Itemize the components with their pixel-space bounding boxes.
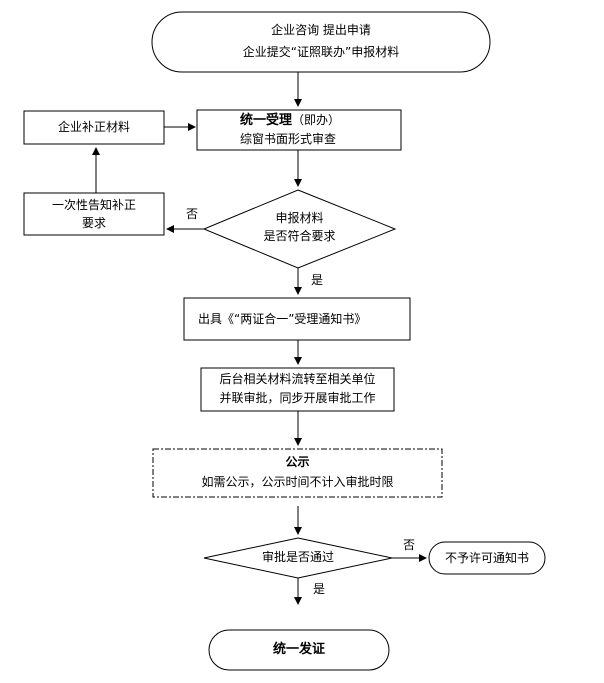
notify-correct-box (23, 192, 165, 236)
accept-suffix: （即办） (292, 113, 341, 127)
accept-line2: 综窗书面形式审查 (240, 132, 337, 146)
publicity-box (152, 448, 443, 498)
decision2-no-label: 否 (403, 538, 416, 552)
publicity-line2: 如需公示，公示时间不计入审批时限 (201, 475, 394, 489)
decision1-yes-label: 是 (311, 273, 324, 287)
correct-label: 企业补正材料 (57, 120, 130, 134)
parallel-line2: 并联审批，同步开展审批工作 (219, 391, 376, 405)
decision1-line1: 申报材料 (275, 211, 324, 225)
start-line2: 企业提交“证照联办”申报材料 (242, 45, 400, 59)
parallel-line1: 后台相关材料流转至相关单位 (219, 372, 376, 386)
notify-correct-line1: 一次性告知补正 (51, 198, 136, 212)
reject-label: 不予许可通知书 (444, 551, 529, 565)
publicity-title: 公示 (285, 455, 310, 469)
notify-correct-line2: 要求 (81, 216, 106, 230)
reject-terminal (428, 541, 546, 575)
decision2-yes-label: 是 (313, 582, 326, 596)
issue-box (183, 297, 411, 341)
end-label: 统一发证 (272, 642, 325, 657)
decision2-label: 审批是否通过 (261, 550, 334, 564)
end-terminal (208, 629, 390, 671)
accept-box (196, 109, 402, 151)
decision1-no-label: 否 (186, 207, 199, 221)
accept-title: 统一受理 (240, 113, 293, 128)
correct-box (23, 110, 165, 145)
start-line1: 企业咨询 提出申请 (271, 23, 371, 37)
start-terminal (151, 11, 491, 73)
issue-label: 出具《“两证合一”受理通知书》 (198, 312, 367, 326)
accept-line1: 统一受理（即办） (240, 110, 401, 131)
decision1-line2: 是否符合要求 (263, 229, 336, 243)
